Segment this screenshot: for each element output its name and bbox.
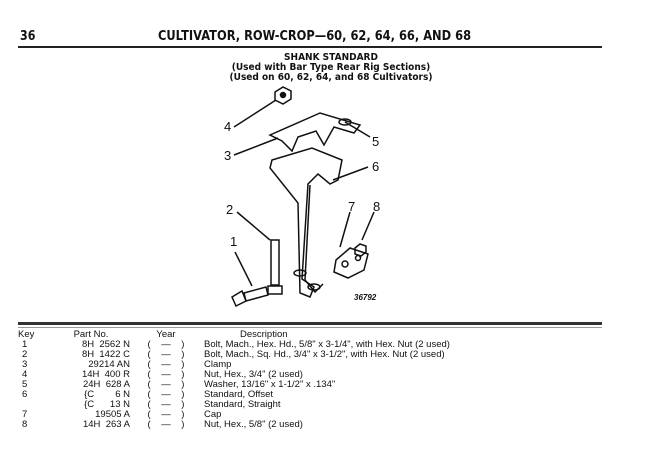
callout-6: 6 xyxy=(372,159,379,174)
year-cell: ( — ) xyxy=(147,409,185,420)
table-row: 3 29214 AN ( — ) Clamp xyxy=(18,360,450,370)
header-description: Description xyxy=(240,329,288,340)
header-year: Year xyxy=(156,329,176,340)
description-cell: Standard, Offset xyxy=(204,389,274,400)
page-title: CULTIVATOR, ROW-CROP—60, 62, 64, 66, AND… xyxy=(158,29,472,44)
part-no-cell: 8H 1422 C xyxy=(81,349,130,360)
header-key: Key xyxy=(18,329,35,340)
section-title: SHANK STANDARD xyxy=(284,52,378,63)
table-row: 4 14H 400 R ( — ) Nut, Hex., 3/4" (2 used) xyxy=(18,370,450,380)
description-cell: Washer, 13/16" x 1-1/2" x .134" xyxy=(204,379,336,390)
section-note-1: (Used with Bar Type Rear Rig Sections) xyxy=(231,62,431,73)
description-cell: Standard, Straight xyxy=(204,399,281,410)
key-cell: 8 xyxy=(22,419,28,430)
description-cell: Bolt, Mach., Hex. Hd., 5/8" x 3-1/4", wi… xyxy=(204,339,450,350)
callout-3: 3 xyxy=(224,148,231,163)
part-no-cell: 24H 628 A xyxy=(82,379,130,390)
callout-5: 5 xyxy=(372,134,379,149)
parts-table: Key Part No. Year Description 1 8H 2562 N… xyxy=(18,330,450,430)
clamp-part xyxy=(268,112,362,153)
header-part-no: Part No. xyxy=(73,329,109,340)
page-number: 36 xyxy=(20,29,36,44)
table-rule xyxy=(18,322,602,325)
key-cell: 1 xyxy=(22,339,28,350)
part-no-cell: {C 6 N xyxy=(84,389,130,400)
table-row: 5 24H 628 A ( — ) Washer, 13/16" x 1-1/2" x… xyxy=(18,380,450,390)
year-cell: ( — ) xyxy=(147,349,185,360)
year-cell: ( — ) xyxy=(147,379,185,390)
parts-diagram: 1 2 3 4 5 6 7 8 36792 xyxy=(224,86,380,308)
table-row: 8 14H 263 A ( — ) Nut, Hex., 5/8" (2 used) xyxy=(18,420,450,430)
part-no-cell: {C 13 N xyxy=(84,399,130,410)
year-cell: ( — ) xyxy=(147,369,185,380)
callout-2: 2 xyxy=(226,202,233,217)
year-cell: ( — ) xyxy=(147,419,185,430)
key-cell: 2 xyxy=(22,349,28,360)
callout-8: 8 xyxy=(373,199,380,214)
part-no-cell: 8H 2562 N xyxy=(81,339,130,350)
table-header: Key Part No. Year Description xyxy=(18,330,450,340)
description-cell: Cap xyxy=(204,409,222,420)
callout-1: 1 xyxy=(230,234,237,249)
part-no-cell: 19505 A xyxy=(95,409,130,420)
callout-4: 4 xyxy=(224,119,231,134)
nut-part xyxy=(354,243,367,257)
year-cell: ( — ) xyxy=(147,399,185,410)
cap-part xyxy=(333,247,369,279)
table-row: 1 8H 2562 N ( — ) Bolt, Mach., Hex. Hd., 5/… xyxy=(18,340,450,350)
part-no-cell: 14H 263 A xyxy=(82,419,130,430)
description-cell: Nut, Hex., 5/8" (2 used) xyxy=(204,419,303,430)
callout-7: 7 xyxy=(348,199,355,214)
year-cell: ( — ) xyxy=(147,359,185,370)
key-cell: 5 xyxy=(22,379,28,390)
year-cell: ( — ) xyxy=(147,339,185,350)
figure-number: 36792 xyxy=(354,293,377,302)
key-cell: 7 xyxy=(22,409,28,420)
table-row: 7 19505 A ( — ) Cap xyxy=(18,410,450,420)
sq-bolt-part xyxy=(270,239,280,286)
year-cell: ( — ) xyxy=(147,389,185,400)
description-cell: Bolt, Mach., Sq. Hd., 3/4" x 3-1/2", wit… xyxy=(204,349,445,360)
part-no-cell: 29214 AN xyxy=(88,359,130,370)
key-cell: 4 xyxy=(22,369,28,380)
section-heading: SHANK STANDARD (Used with Bar Type Rear … xyxy=(0,53,662,83)
key-cell: 3 xyxy=(22,359,28,370)
description-cell: Nut, Hex., 3/4" (2 used) xyxy=(204,369,303,380)
standard-part xyxy=(269,147,343,298)
part-no-cell: 14H 400 R xyxy=(81,369,130,380)
key-cell: 6 xyxy=(22,389,28,400)
section-note-2: (Used on 60, 62, 64, and 68 Cultivators) xyxy=(229,72,433,83)
table-rule-thin xyxy=(18,327,602,328)
table-row: 2 8H 1422 C ( — ) Bolt, Mach., Sq. Hd., 3/4… xyxy=(18,350,450,360)
table-row: {C 13 N ( — ) Standard, Straight xyxy=(18,400,450,410)
header-rule xyxy=(18,46,602,48)
table-row: 6 {C 6 N ( — ) Standard, Offset xyxy=(18,390,450,400)
description-cell: Clamp xyxy=(204,359,232,370)
